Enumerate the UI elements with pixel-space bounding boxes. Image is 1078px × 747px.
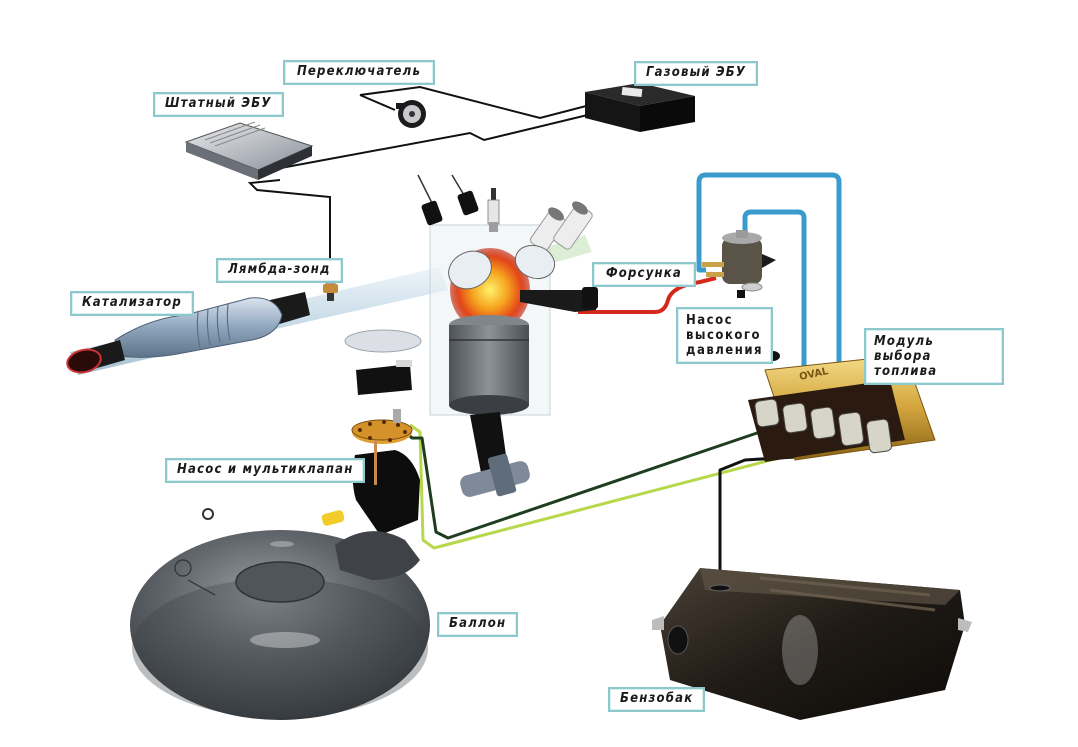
gas-ecu <box>585 83 695 132</box>
exhaust-system <box>66 267 448 375</box>
label-lambda-probe: Лямбда-зонд <box>216 258 343 283</box>
label-fuel-selector: Модуль выбора топлива <box>864 328 1004 385</box>
wire-switch-left <box>359 94 396 111</box>
tank-logo <box>174 559 216 596</box>
pump-parts <box>344 329 422 395</box>
high-pressure-pump <box>702 230 776 298</box>
wire-switch-to-gas-ecu <box>359 85 591 120</box>
label-high-pressure-pump: Насос высокого давления <box>676 307 774 364</box>
petrol-tank <box>652 568 972 720</box>
label-injector: Форсунка <box>592 262 696 287</box>
label-petrol-tank: Бензобак <box>608 687 706 712</box>
label-catalyst: Катализатор <box>70 291 194 316</box>
fuel-lines-blue <box>696 172 842 370</box>
label-gas-ecu: Газовый ЭБУ <box>634 61 759 86</box>
pump-multivalve <box>351 409 420 535</box>
label-switch: Переключатель <box>283 60 435 85</box>
wire-std-ecu-to-gas-ecu <box>269 111 601 171</box>
lpg-tank <box>130 508 430 720</box>
catalyst-body <box>114 297 283 358</box>
switch-device <box>396 100 426 128</box>
label-pump-multivalve: Насос и мультиклапан <box>165 458 366 483</box>
standard-ecu <box>184 121 314 180</box>
label-standard-ecu: Штатный ЭБУ <box>153 92 284 117</box>
lpg-lines <box>393 420 813 590</box>
wire-std-ecu-to-lambda <box>247 179 331 270</box>
wiring <box>247 85 601 270</box>
engine-cylinder <box>417 174 598 497</box>
label-lpg-tank: Баллон <box>437 612 519 637</box>
